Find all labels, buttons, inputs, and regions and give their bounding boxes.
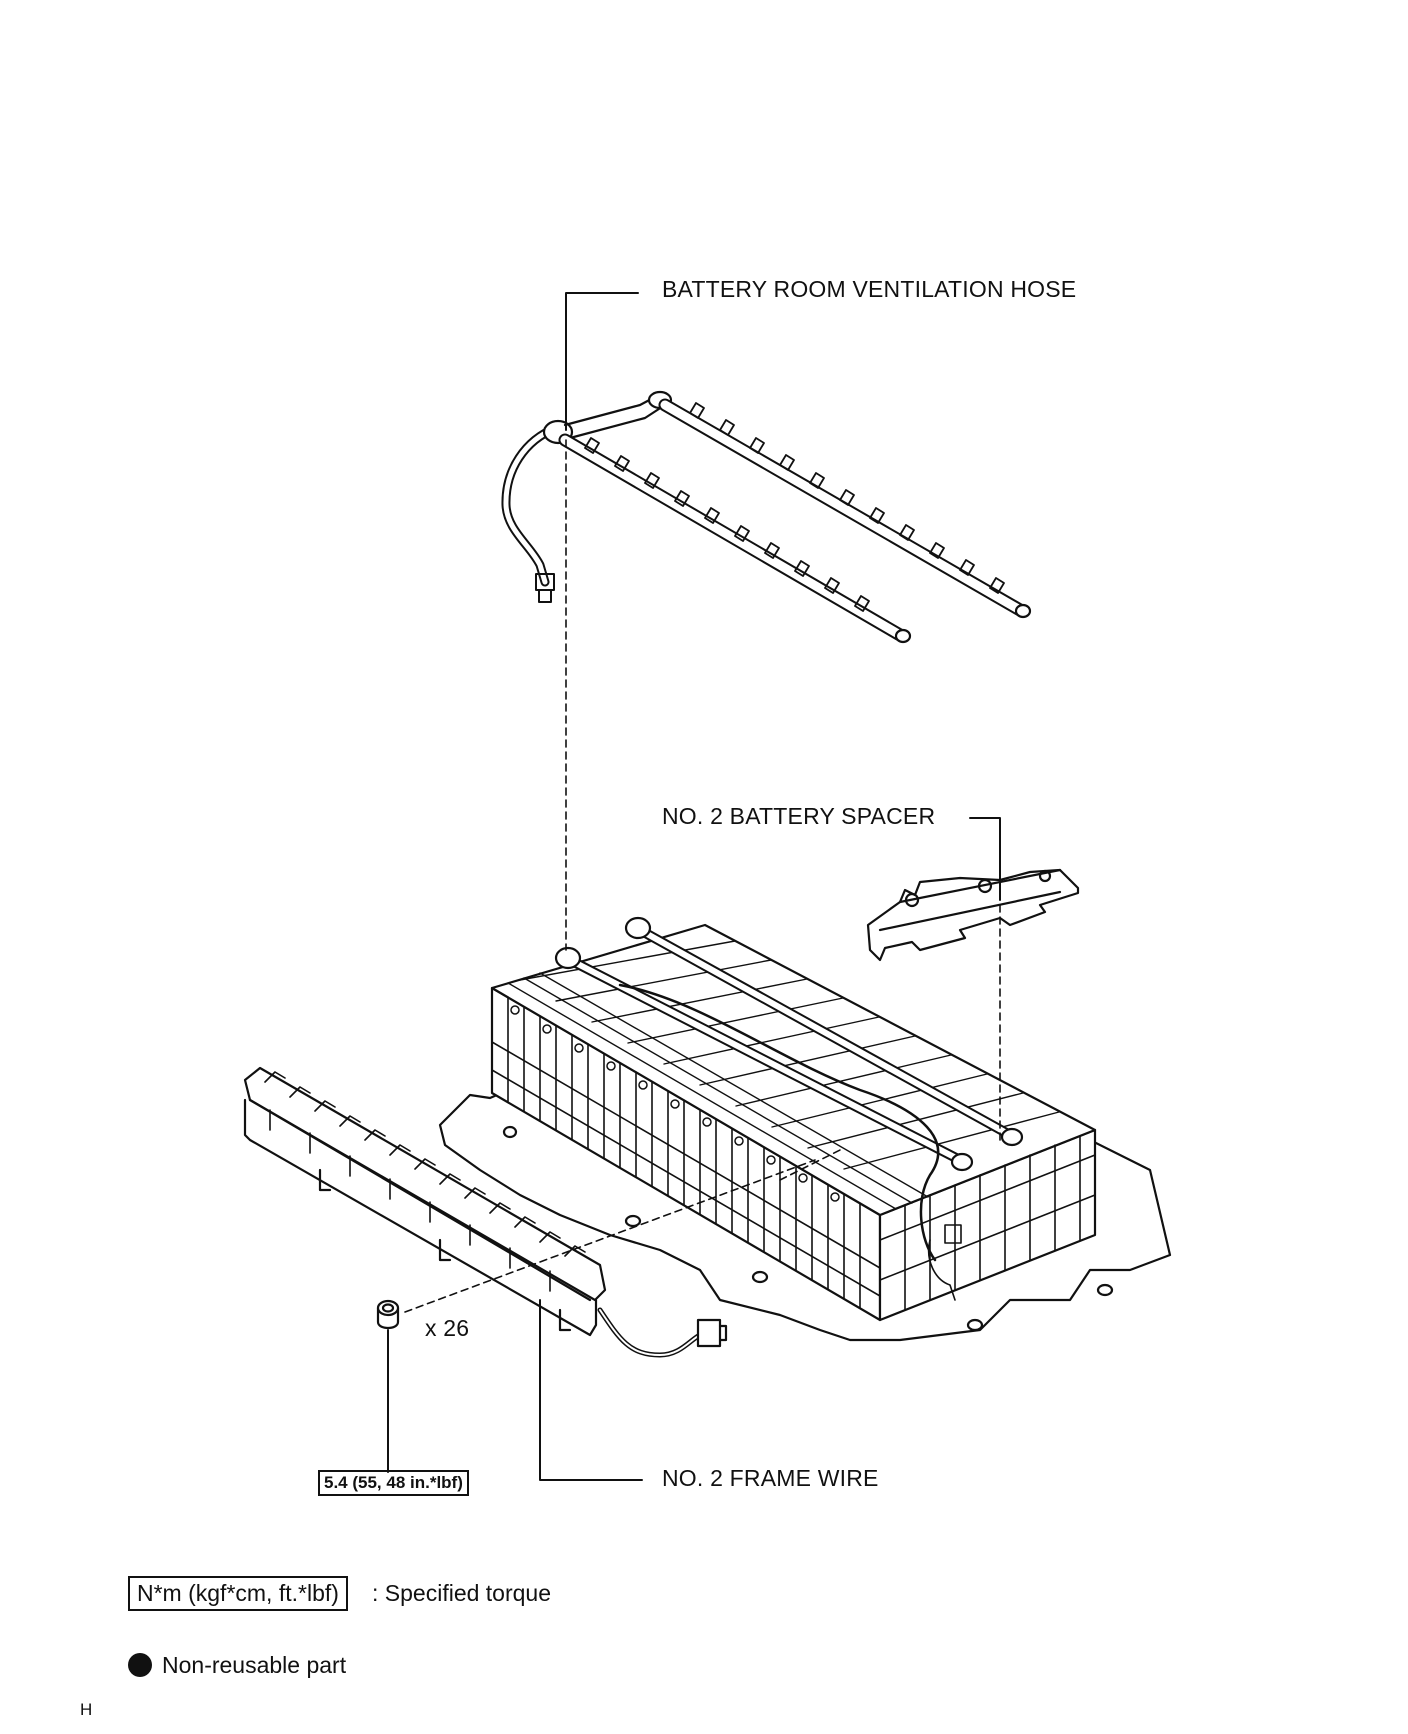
nonreusable-dot-icon xyxy=(128,1653,152,1677)
footer-code: H xyxy=(80,1700,93,1719)
ventilation-hose-drawing xyxy=(501,390,1032,644)
label-battery-spacer: NO. 2 BATTERY SPACER xyxy=(662,803,936,829)
legend-nonreusable-desc: Non-reusable part xyxy=(162,1652,347,1678)
label-ventilation-hose: BATTERY ROOM VENTILATION HOSE xyxy=(662,276,1077,302)
battery-spacer-drawing xyxy=(866,868,1080,962)
legend-torque-desc: : Specified torque xyxy=(372,1580,552,1606)
battery-stack-drawing xyxy=(438,916,1172,1342)
nut-drawing xyxy=(376,1299,400,1330)
label-quantity: x 26 xyxy=(425,1315,470,1341)
legend-torque-units: N*m (kgf*cm, ft.*lbf) xyxy=(128,1576,348,1611)
torque-value-box: 5.4 (55, 48 in.*lbf) xyxy=(318,1470,469,1496)
frame-wire-drawing xyxy=(243,1066,728,1358)
label-frame-wire: NO. 2 FRAME WIRE xyxy=(662,1465,879,1491)
